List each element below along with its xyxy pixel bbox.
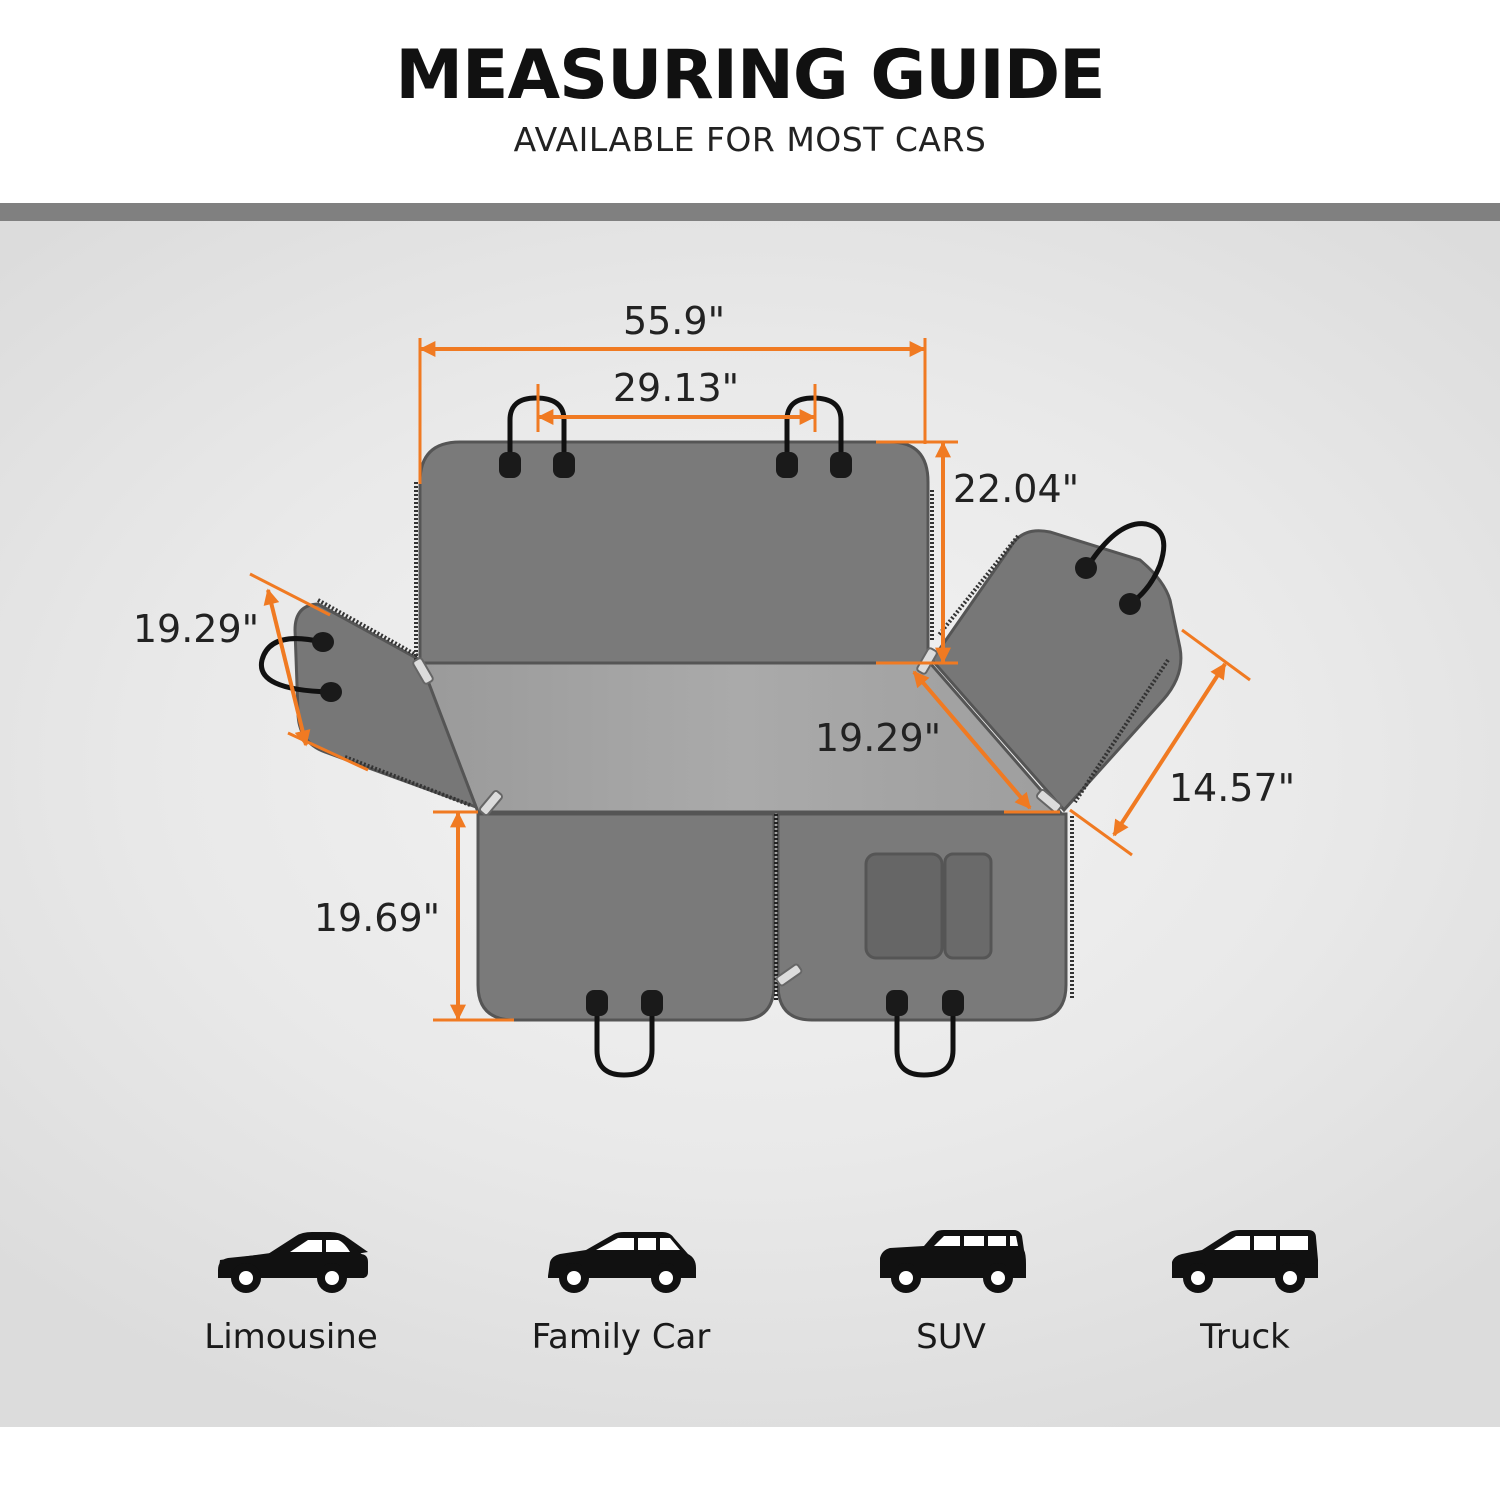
hatchback-car-icon [548, 1232, 696, 1293]
label-right-flap-width: 19.29" [815, 716, 941, 760]
left-flap-buckles [312, 632, 342, 702]
divider-band [0, 203, 1500, 221]
dimension-right-flap-width [912, 670, 1060, 814]
dimension-front-height [433, 810, 514, 1022]
right-flap-buckles [1075, 557, 1141, 615]
zipper-edge-left-flap [317, 598, 419, 658]
vehicle-label-truck: Truck [1200, 1317, 1290, 1357]
dimension-backrest-height [876, 440, 958, 665]
page-subtitle: AVAILABLE FOR MOST CARS [513, 120, 987, 159]
right-flap-strap [1085, 521, 1167, 607]
header: MEASURING GUIDE AVAILABLE FOR MOST CARS [0, 0, 1500, 203]
sedan-car-icon [218, 1232, 368, 1293]
seat-cover-diagram: 55.9" 29.13" 22.04" 19.29" 19.29" 14.57"… [133, 299, 1318, 1293]
label-right-flap-height: 14.57" [1169, 766, 1295, 810]
label-total-width: 55.9" [623, 299, 725, 343]
front-left-panel [476, 812, 776, 1022]
vehicle-label-family-car: Family Car [531, 1317, 711, 1357]
label-backrest-height: 22.04" [953, 467, 1079, 511]
strap-buckles-bottom [586, 990, 964, 1016]
storage-pocket-left [864, 852, 944, 960]
dimension-headrest-spacing [536, 384, 817, 432]
footer-strip [0, 1427, 1500, 1500]
dimension-right-flap-height [1069, 628, 1251, 857]
suv-car-icon [880, 1230, 1026, 1293]
zipper-pull-icon [412, 647, 1062, 987]
dimension-left-flap [249, 572, 369, 772]
zipper-edge-right-flap [936, 534, 1020, 638]
label-headrest-spacing: 29.13" [613, 366, 739, 410]
label-front-height: 19.69" [314, 896, 440, 940]
strap-buckles-top [499, 452, 852, 478]
vehicle-label-suv: SUV [916, 1317, 986, 1357]
label-left-flap: 19.29" [133, 607, 259, 651]
anchor-strap-left [594, 1000, 655, 1078]
storage-pocket-right [943, 852, 993, 960]
page-title: MEASURING GUIDE [395, 36, 1105, 115]
dimension-total-width [418, 338, 927, 484]
anchor-strap-right [894, 1000, 956, 1078]
vehicle-label-limousine: Limousine [204, 1317, 378, 1357]
minivan-car-icon [1172, 1230, 1318, 1293]
backrest-panel [418, 440, 930, 665]
